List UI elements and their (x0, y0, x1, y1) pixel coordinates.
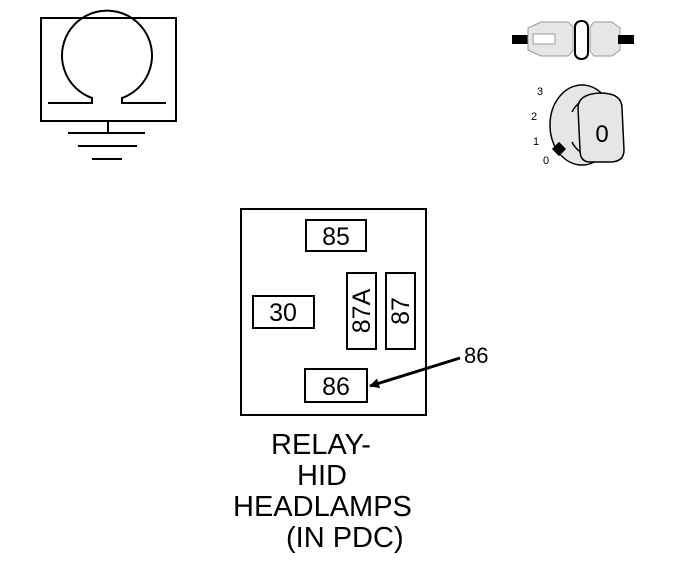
terminal-30-label: 30 (269, 299, 297, 327)
terminal-86-callout: 86 (369, 343, 488, 389)
ignition-position-2: 2 (531, 111, 537, 123)
ignition-position-1: 1 (533, 136, 539, 148)
callout-arrow (369, 356, 461, 389)
terminal-87a-label: 87A (348, 288, 376, 333)
ignition-key-label: 0 (595, 121, 608, 148)
relay-title-line-4: (IN PDC) (286, 522, 404, 554)
relay-body: 85 30 87A 87 86 (240, 208, 427, 416)
terminal-30: 30 (252, 295, 315, 329)
relay-title-line-2: HID (297, 460, 347, 492)
terminal-87-label: 87 (387, 297, 415, 325)
terminal-85: 85 (305, 219, 367, 252)
terminal-85-label: 85 (322, 223, 350, 251)
callout-label: 86 (464, 343, 488, 368)
relay-title-line-3: HEADLAMPS (233, 491, 412, 523)
relay-title: RELAY- HID HEADLAMPS (IN PDC) (200, 430, 460, 554)
ignition-position-3: 3 (537, 86, 543, 98)
terminal-87a: 87A (346, 272, 377, 350)
ignition-switch-icon: 0 3 2 1 0 (531, 84, 625, 167)
inline-connector-icon (512, 20, 634, 60)
terminal-86-label: 86 (322, 373, 350, 401)
ignition-position-0: 0 (543, 155, 549, 167)
relay-title-line-1: RELAY- (271, 429, 371, 461)
omega-ground-icon (40, 9, 177, 160)
terminal-86: 86 (304, 368, 368, 403)
terminal-87: 87 (385, 272, 416, 350)
